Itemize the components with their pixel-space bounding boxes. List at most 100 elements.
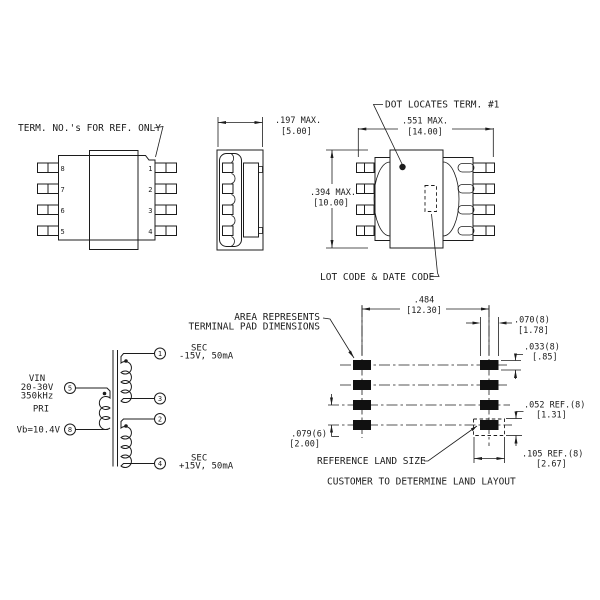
top-right-winding-arc [442, 161, 460, 237]
primary-polarity-dot [102, 391, 107, 396]
top-width-dimension: .551 MAX. [14.00] [357, 117, 494, 157]
sec-top-rating: -15V, 50mA [179, 352, 234, 362]
side-width-dim-in: .197 MAX. [275, 116, 321, 126]
terminal-3-circle [154, 392, 166, 405]
pitch-dim-in: .079(6) [291, 430, 327, 440]
top-width-dim-in: .551 MAX. [402, 117, 448, 127]
top-height-dim-mm: [10.00] [313, 199, 349, 209]
vin-label: VIN [29, 374, 45, 384]
lot-code-area [424, 185, 437, 212]
side-body-outline [216, 149, 264, 251]
reference-land-leader-arrow [470, 426, 477, 432]
terminal-5-number: 5 [68, 385, 72, 393]
side-view: .197 MAX. [5.00] [216, 116, 321, 251]
frequency-label: 350kHz [21, 392, 54, 402]
pitch-dim-mm: [2.00] [289, 440, 320, 450]
sec-bottom-rating: +15V, 50mA [179, 462, 234, 472]
top-right-pins [472, 162, 495, 236]
side-core-notch-bottom [258, 227, 263, 234]
top-right-flange [443, 157, 474, 241]
pin-number-5: 5 [61, 228, 65, 236]
area-note-leader-arrow [348, 350, 354, 358]
terminal-4-circle [154, 457, 166, 470]
side-width-dim-mm: [5.00] [281, 127, 312, 137]
top-view: DOT LOCATES TERM. #1 [310, 100, 500, 284]
pitch-dimension: .079(6) [2.00] [289, 394, 339, 450]
terminal-1-circle [154, 347, 166, 360]
lot-code-note: LOT CODE & DATE CODE [320, 272, 435, 283]
top-left-winding-arc [373, 161, 391, 237]
span-dimension: .484 [12.30] [361, 296, 490, 355]
terminal-ref-leader-line [153, 126, 164, 158]
pin-number-6: 6 [61, 207, 65, 215]
terminal-8-circle [64, 423, 76, 436]
customer-note: CUSTOMER TO DETERMINE LAND LAYOUT [327, 477, 516, 488]
land-width-dim-mm: [2.67] [536, 460, 567, 470]
pad-height-dim-mm: [.85] [532, 353, 558, 363]
side-width-dimension: .197 MAX. [5.00] [217, 116, 321, 147]
pad-height-dim-in: .033(8) [524, 343, 560, 353]
pri-label: PRI [33, 405, 49, 415]
reference-land-note: REFERENCE LAND SIZE [317, 456, 426, 467]
top-width-dim-mm: [14.00] [407, 128, 443, 138]
area-note-line1: AREA REPRESENTS [234, 312, 320, 323]
side-bobbin-humps [231, 153, 236, 247]
secondary-bottom-winding [120, 418, 155, 469]
land-width-dimension: .105 REF.(8) [2.67] [473, 437, 583, 470]
dot-locates-note: DOT LOCATES TERM. #1 [385, 100, 500, 111]
pad-height-dimension: .033(8) [.85] [501, 343, 560, 379]
land-width-dim-in: .105 REF.(8) [522, 450, 583, 460]
pad-width-dimension: .070(8) [1.78] [466, 316, 550, 356]
pin-number-7: 7 [61, 186, 65, 194]
terminal-8-number: 8 [68, 426, 72, 434]
terminal-ref-note: TERM. NO.'s FOR REF. ONLY [18, 123, 161, 134]
terminal-1-number: 1 [158, 350, 162, 358]
top-left-pins [356, 162, 375, 236]
sec-top-label: SEC [191, 344, 207, 354]
pad-width-dim-in: .070(8) [514, 316, 550, 326]
front-body-outline [58, 155, 156, 241]
pin-number-8: 8 [61, 165, 65, 173]
land-height-dim-in: .052 REF.(8) [524, 401, 585, 411]
sec-bottom-label: SEC [191, 454, 207, 464]
secondary-top-winding [120, 353, 155, 404]
front-view: TERM. NO.'s FOR REF. ONLY 8 7 6 5 1 2 3 … [18, 123, 177, 250]
pin-number-1: 1 [148, 165, 152, 173]
dot-leader-line [372, 104, 403, 166]
vb-label: Vb=10.4V [17, 426, 61, 436]
reference-land-outline [473, 418, 505, 436]
side-core-notch-top [258, 166, 263, 173]
terminal-3-number: 3 [158, 395, 162, 403]
top-left-flange [374, 157, 390, 241]
pin-number-4: 4 [148, 228, 152, 236]
reference-land-leader-line [424, 425, 478, 462]
lot-code-leader-line [430, 213, 440, 277]
side-bobbin-outline [219, 153, 242, 247]
area-note-leader-line [322, 317, 355, 359]
land-height-dim-mm: [1.31] [536, 411, 567, 421]
terminal-2-number: 2 [158, 416, 162, 424]
terminal1-dot [399, 163, 406, 171]
secondary-bottom-polarity-dot [124, 424, 128, 428]
terminal-5-circle [64, 382, 76, 394]
primary-winding [75, 387, 111, 430]
terminal-pads [353, 360, 499, 430]
land-pattern: .484 [12.30] .070(8) [1.78] .033(8) [.85… [188, 296, 585, 488]
top-height-dim-in: .394 MAX. [310, 188, 356, 198]
span-dim-mm: [12.30] [406, 306, 442, 316]
top-height-dimension: .394 MAX. [10.00] [310, 149, 368, 249]
schematic: 5 8 1 3 2 4 VIN 20-30V 350kHz PRI Vb=10.… [17, 344, 234, 472]
terminal-4-number: 4 [158, 460, 162, 468]
side-core-plate [243, 162, 259, 238]
pin-number-2: 2 [148, 186, 152, 194]
front-left-pins [37, 162, 59, 236]
pin-number-3: 3 [148, 207, 152, 215]
front-core-outline [89, 150, 139, 250]
front-right-pins [154, 162, 177, 236]
top-core-outline [389, 149, 444, 249]
secondary-top-polarity-dot [124, 359, 128, 363]
top-right-pin-slots [457, 163, 475, 236]
